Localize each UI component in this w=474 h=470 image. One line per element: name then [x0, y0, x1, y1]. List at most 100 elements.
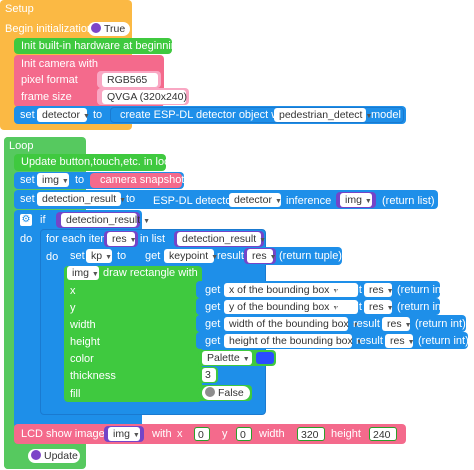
- lcd-height-input[interactable]: 240: [369, 427, 397, 441]
- result-label: result: [335, 284, 362, 296]
- img-var-select[interactable]: img▼: [37, 173, 69, 187]
- res-ref-select[interactable]: res▼: [382, 317, 412, 331]
- chevron-down-icon: ▼: [211, 254, 219, 261]
- loop-title: Loop: [9, 140, 34, 152]
- get-label: get: [205, 301, 221, 313]
- toggle-knob-icon: [91, 23, 101, 33]
- chevron-down-icon: ▼: [404, 322, 412, 329]
- lcd-show-label: LCD show image: [21, 428, 105, 440]
- param-thickness-label: thickness: [70, 370, 116, 382]
- chevron-down-icon: ▼: [105, 254, 113, 261]
- fill-toggle[interactable]: False: [202, 386, 250, 400]
- begin-init-label: Begin initialization: [5, 23, 94, 35]
- result-label: result: [353, 318, 380, 330]
- to-label: to: [93, 109, 103, 121]
- param-x-label: x: [70, 285, 76, 297]
- chevron-down-icon: ▼: [269, 254, 277, 261]
- for-var-select[interactable]: res▼: [107, 232, 137, 246]
- init-hardware-block[interactable]: [14, 38, 172, 54]
- lcd-img-select[interactable]: img▼: [108, 427, 140, 441]
- detector-var-select[interactable]: detector▼: [37, 108, 90, 122]
- draw-rectangle-block[interactable]: [64, 266, 202, 402]
- with-label: with: [152, 428, 172, 440]
- set-label: set: [20, 174, 35, 186]
- param-width-label: width: [70, 319, 96, 331]
- param-y-label: y: [70, 302, 76, 314]
- detector-ref-select[interactable]: detector▼: [229, 193, 282, 207]
- chevron-down-icon: ▼: [386, 305, 394, 312]
- toggle-knob-icon: [205, 387, 215, 397]
- chevron-down-icon: ▼: [132, 432, 140, 439]
- frame-size-select[interactable]: QVGA (320x240): [102, 90, 187, 104]
- frame-size-label: frame size: [21, 91, 72, 103]
- espdl-detector-label: ESP-DL detector: [153, 195, 236, 207]
- toggle-knob-icon: [31, 450, 41, 460]
- y-label: y: [222, 428, 228, 440]
- detection-result-var-select[interactable]: detection_result▼: [37, 192, 126, 206]
- list-var-select[interactable]: detection_result▼: [177, 232, 266, 246]
- for-each-label: for each item: [46, 233, 110, 245]
- lcd-y-input[interactable]: 0: [236, 427, 252, 441]
- set-label: set: [20, 193, 35, 205]
- to-label: to: [117, 250, 127, 262]
- chevron-down-icon: ▼: [242, 356, 250, 363]
- get-x-field-select[interactable]: x of the bounding box▼: [224, 283, 358, 297]
- chevron-down-icon: ▼: [332, 305, 340, 312]
- if-condition-select[interactable]: detection_result▼: [61, 213, 150, 227]
- res-ref-select[interactable]: res▼: [364, 283, 394, 297]
- update-toggle[interactable]: Update: [28, 449, 80, 463]
- update-block[interactable]: [14, 154, 166, 171]
- model-select[interactable]: pedestrian_detect▼: [274, 108, 372, 122]
- thickness-input[interactable]: 3: [202, 368, 216, 382]
- get-label: get: [205, 318, 221, 330]
- if-label: if: [40, 214, 46, 226]
- chevron-down-icon: ▼: [365, 113, 373, 120]
- lcd-width-input[interactable]: 320: [297, 427, 325, 441]
- get-y-field-select[interactable]: y of the bounding box▼: [224, 300, 358, 314]
- loop-body-rail: [4, 137, 16, 469]
- return-int-label: (return int): [418, 335, 469, 347]
- get-width-field-select[interactable]: width of the bounding box▼: [224, 317, 359, 331]
- camera-snapshot-block[interactable]: [90, 173, 182, 188]
- draw-img-select[interactable]: img▼: [67, 266, 99, 280]
- camera-snapshot-label: camera snapshot: [100, 174, 185, 186]
- res-ref-select[interactable]: res▼: [247, 249, 277, 263]
- get-label: get: [145, 250, 161, 262]
- res-ref-select[interactable]: res▼: [385, 334, 415, 348]
- kp-var-select[interactable]: kp▼: [86, 249, 112, 263]
- gear-icon[interactable]: ⚙: [20, 214, 32, 226]
- chevron-down-icon: ▼: [91, 271, 99, 278]
- do-label: do: [46, 251, 59, 263]
- pixel-format-label: pixel format: [21, 74, 78, 86]
- to-label: to: [126, 193, 136, 205]
- to-label: to: [75, 174, 85, 186]
- chevron-down-icon: ▼: [351, 322, 359, 329]
- palette-select[interactable]: Palette▼: [202, 351, 252, 365]
- model-label: model: [371, 109, 401, 121]
- setup-title: Setup: [5, 3, 34, 15]
- chevron-down-icon: ▼: [355, 339, 363, 346]
- chevron-down-icon: ▼: [274, 198, 282, 205]
- get-height-field-select[interactable]: height of the bounding box▼: [224, 334, 363, 348]
- lcd-x-input[interactable]: 0: [194, 427, 210, 441]
- init-camera-label: Init camera with: [21, 58, 99, 70]
- chevron-down-icon: ▼: [259, 237, 267, 244]
- pixel-format-select[interactable]: RGB565: [102, 73, 158, 87]
- color-swatch[interactable]: [256, 352, 274, 364]
- get-label: get: [205, 284, 221, 296]
- result-label: result: [356, 335, 383, 347]
- chevron-down-icon: ▼: [407, 339, 415, 346]
- begin-init-toggle[interactable]: True: [88, 22, 130, 36]
- chevron-down-icon: ▼: [129, 237, 137, 244]
- return-int-label: (return int): [397, 284, 448, 296]
- result-label: result: [335, 301, 362, 313]
- return-tuple-label: (return tuple): [279, 250, 342, 262]
- res-ref-select[interactable]: res▼: [364, 300, 394, 314]
- create-detector-label: create ESP-DL detector object with: [120, 109, 291, 121]
- param-height-label: height: [70, 336, 100, 348]
- return-int-label: (return int): [415, 318, 466, 330]
- keypoint-field-select[interactable]: keypoint▼: [164, 249, 218, 263]
- do-label: do: [20, 233, 33, 245]
- img-ref-select[interactable]: img▼: [340, 193, 372, 207]
- get-label: get: [205, 335, 221, 347]
